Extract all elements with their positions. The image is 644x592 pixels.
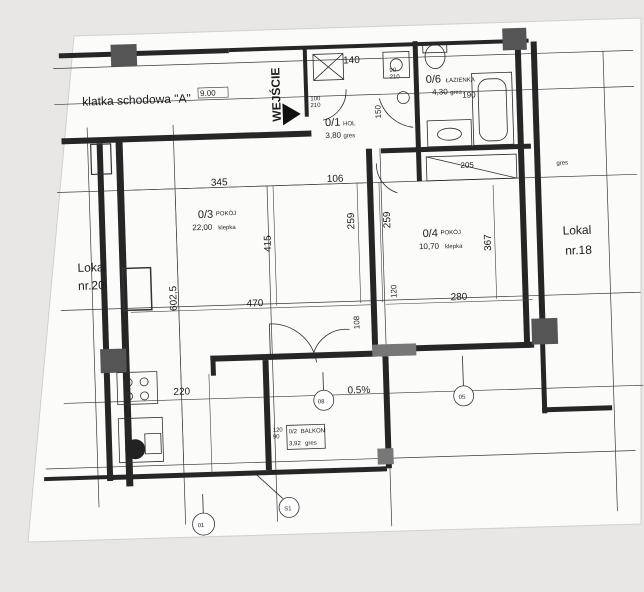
dim-140: 140: [343, 55, 360, 67]
balcony-area: 3,92: [289, 441, 302, 447]
dim-259-a: 259: [346, 212, 358, 229]
slope: 0.5%: [347, 385, 370, 397]
kitchen-fixtures: [116, 371, 165, 464]
room4-num: 0/4: [422, 228, 438, 240]
neighbor-right-line1: Lokal: [562, 223, 591, 238]
neighbor-left-line2: nr.20: [78, 278, 105, 293]
stair-level-box: [197, 86, 229, 99]
dim-120: 120: [389, 284, 398, 298]
room4-area: 10,70: [419, 242, 440, 252]
entrance-arrow-icon: [282, 103, 301, 126]
neighbor-right-line2: nr.18: [565, 243, 592, 258]
right-floor-mark: gres: [556, 160, 568, 166]
room3-num: 0/3: [198, 209, 214, 221]
axis-01: 01: [198, 523, 206, 529]
stair-label: klatka schodowa "A": [82, 91, 191, 108]
axis-05: 05: [459, 395, 467, 401]
neighbor-left-line1: Lokal: [77, 260, 106, 275]
balcony-num: 0/2: [289, 429, 298, 435]
hall-name: HOL: [343, 121, 356, 127]
dim-100-210: 100210: [310, 96, 321, 109]
dim-220: 220: [173, 386, 190, 398]
dim-106: 106: [327, 174, 344, 186]
room3-area: 22,00: [192, 223, 213, 233]
hall-floor: gres: [343, 133, 355, 139]
axis-markers: [192, 355, 475, 536]
room4-floor: klepka: [445, 244, 463, 251]
axis-08: 08: [318, 399, 326, 405]
bathroom-area: 4,30: [432, 87, 448, 97]
room3-name: POKÓJ: [216, 210, 237, 218]
dim-205: 205: [460, 160, 474, 169]
dim-259-b: 259: [382, 211, 394, 228]
dim-190: 190: [462, 90, 476, 99]
dim-90-210: 90210: [389, 68, 400, 81]
bathroom-fixtures: [312, 41, 518, 182]
room4-name: POKÓJ: [440, 229, 461, 237]
doors: [268, 89, 414, 363]
walls: [44, 37, 613, 487]
dim-120-90: 12090: [273, 428, 284, 441]
balcony-name: BALKON: [301, 428, 326, 435]
dim-345: 345: [211, 177, 228, 189]
dim-108: 108: [352, 315, 361, 329]
bathroom-name: ŁAZIENKA: [446, 77, 475, 84]
dim-602-5: 602,5: [168, 285, 180, 311]
bathroom-num: 0/6: [426, 73, 442, 85]
hall-area: 3,80: [325, 131, 341, 141]
bathroom-floor: gres: [450, 90, 462, 96]
balcony-label-box: [286, 423, 326, 450]
room3-floor: klepka: [218, 225, 236, 232]
dim-415: 415: [263, 235, 275, 252]
dimension-lines: [127, 182, 533, 474]
dim-150: 150: [374, 104, 383, 118]
entrance-label: WEJŚCIE: [267, 67, 284, 121]
stair-level: 9.00: [200, 88, 216, 98]
dim-280: 280: [450, 292, 467, 304]
hall-num: 0/1: [325, 117, 341, 129]
axis-s1: S1: [284, 506, 292, 512]
balcony-floor: gres: [305, 440, 317, 446]
dim-470: 470: [247, 298, 264, 310]
columns: [90, 27, 559, 465]
dim-367: 367: [483, 234, 495, 251]
